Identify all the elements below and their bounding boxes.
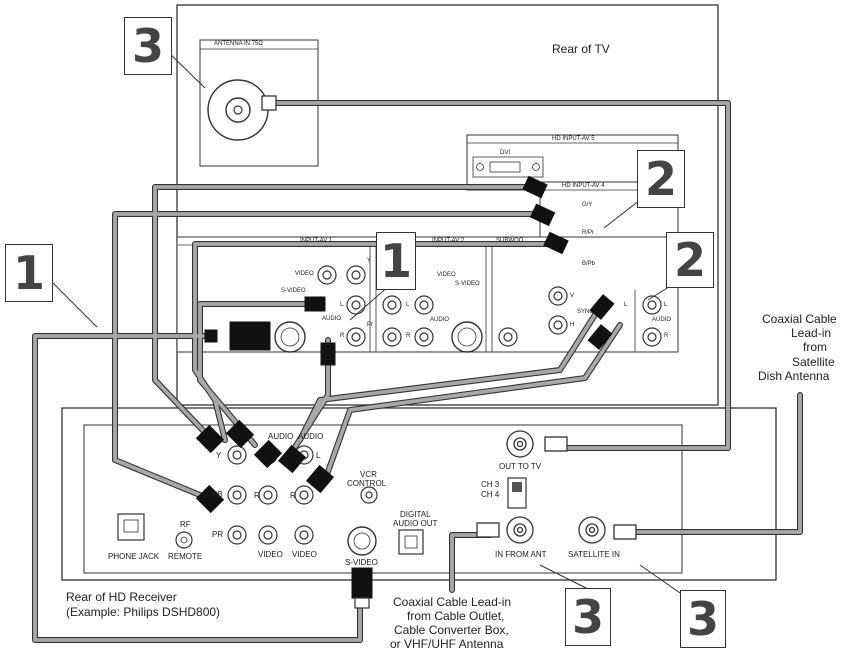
tv-pr-label: Pr bbox=[367, 322, 373, 328]
receiver-r-label-2: R bbox=[290, 491, 296, 500]
rf-label: RF bbox=[180, 520, 191, 529]
tv-h-label: H bbox=[570, 322, 575, 328]
tv-l-label-2: L bbox=[406, 302, 410, 308]
tv-rca-jacks bbox=[317, 265, 662, 347]
coax-sat-1: Coaxial Cable bbox=[762, 312, 837, 326]
coax-ant-1: Coaxial Cable Lead-in bbox=[393, 595, 512, 609]
bpb-label: B/Pb bbox=[582, 261, 596, 267]
tv-svideo-label-2: S-VIDEO bbox=[455, 281, 480, 287]
tv-r-label-2: R bbox=[406, 333, 411, 339]
cable-plugs bbox=[195, 95, 637, 609]
callout-number: 2 bbox=[644, 152, 677, 206]
in-from-ant-label: IN FROM ANT bbox=[495, 550, 547, 559]
remote-label: REMOTE bbox=[168, 552, 203, 561]
receiver-l-label-2: L bbox=[316, 451, 321, 460]
callout-number: 2 bbox=[673, 233, 706, 287]
tv-video-label-2: VIDEO bbox=[437, 272, 456, 278]
callout-number: 3 bbox=[686, 592, 719, 646]
coax-ant-2: from Cable Outlet, bbox=[407, 609, 505, 623]
callout-2-component: 2 bbox=[637, 150, 685, 208]
receiver-svideo-label: S-VIDEO bbox=[345, 558, 378, 567]
coax-sat-3: from bbox=[803, 340, 827, 354]
tv-y-label: Y bbox=[367, 258, 372, 264]
rpr-label: R/Pr bbox=[582, 230, 594, 236]
tv-r-label-3: R bbox=[664, 333, 669, 339]
input-av1-label: INPUT-AV 1 bbox=[300, 238, 333, 244]
satellite-in-label: SATELLITE IN bbox=[568, 550, 620, 559]
tv-l-label-1: L bbox=[340, 302, 344, 308]
tv-title: Rear of TV bbox=[552, 42, 610, 56]
coax-sat-5: Dish Antenna bbox=[758, 369, 830, 383]
tv-v-label: V bbox=[570, 293, 575, 299]
tv-svideo-label-1: S-VIDEO bbox=[281, 288, 306, 294]
coax-sat-4: Satellite bbox=[792, 355, 835, 369]
audio-out-label: AUDIO OUT bbox=[393, 519, 438, 528]
receiver-caption-2: (Example: Philips DSHD800) bbox=[66, 605, 221, 619]
coax-ant-4: or VHF/UHF Antenna bbox=[390, 637, 504, 651]
callout-number: 3 bbox=[131, 19, 164, 73]
receiver-audio-label-1: AUDIO bbox=[268, 432, 294, 441]
tv-video-label-1: VIDEO bbox=[295, 271, 314, 277]
coax-ant-3: Cable Converter Box, bbox=[394, 623, 509, 637]
callout-2-audio: 2 bbox=[666, 232, 714, 288]
callout-number: 1 bbox=[12, 246, 45, 300]
callout-3-satellite: 3 bbox=[680, 590, 726, 648]
receiver-audio-label-2: AUDIO bbox=[298, 432, 324, 441]
dvi-label: DVI bbox=[500, 150, 511, 156]
gy-label: G/Y bbox=[582, 202, 593, 208]
receiver-video-label-1: VIDEO bbox=[258, 550, 283, 559]
ch3-label: CH 3 bbox=[481, 480, 500, 489]
control-label: CONTROL bbox=[347, 479, 387, 488]
tv-audio-label-1: AUDIO bbox=[322, 316, 342, 322]
receiver-l-label: L bbox=[256, 451, 261, 460]
callout-number: 1 bbox=[379, 234, 412, 288]
receiver-caption-1: Rear of HD Receiver bbox=[66, 590, 177, 604]
digital-label: DIGITAL bbox=[400, 510, 431, 519]
receiver-pr-label: PR bbox=[212, 530, 224, 539]
cables bbox=[32, 100, 803, 643]
tv-audio-label-2: AUDIO bbox=[430, 317, 450, 323]
callout-1-audio: 1 bbox=[376, 232, 416, 290]
tv-audio-label-3: AUDIO bbox=[652, 317, 672, 323]
callout-number: 3 bbox=[571, 590, 604, 644]
hd-input-av5-label: HD INPUT-AV 5 bbox=[552, 136, 595, 142]
ch4-label: CH 4 bbox=[481, 490, 500, 499]
receiver-pb-label: PB bbox=[212, 490, 223, 499]
vcr-label: VCR bbox=[360, 470, 377, 479]
tv-l-label-4: L bbox=[664, 302, 668, 308]
callout-1-svideo: 1 bbox=[5, 244, 53, 302]
receiver-y-label: Y bbox=[216, 451, 222, 460]
tv-r-label-1: R bbox=[340, 333, 345, 339]
tv-sync-label: SYNC bbox=[577, 309, 594, 315]
subwoofer-label: SUBWOO bbox=[496, 238, 524, 244]
out-to-tv-label: OUT TO TV bbox=[499, 462, 542, 471]
receiver-r-label: R bbox=[254, 491, 260, 500]
tv-l-label-3: L bbox=[624, 302, 628, 308]
receiver-video-label-2: VIDEO bbox=[292, 550, 317, 559]
hd-input-av4-label: HD INPUT-AV 4 bbox=[562, 183, 605, 189]
input-av2-label: INPUT-AV 2 bbox=[432, 238, 465, 244]
callout-3-in-from-ant: 3 bbox=[565, 588, 611, 646]
phone-jack-label: PHONE JACK bbox=[108, 552, 160, 561]
callout-3-antenna: 3 bbox=[124, 17, 172, 75]
coax-sat-2: Lead-in bbox=[791, 326, 832, 340]
antenna-in-label: ANTENNA IN 75Ω bbox=[214, 41, 263, 47]
